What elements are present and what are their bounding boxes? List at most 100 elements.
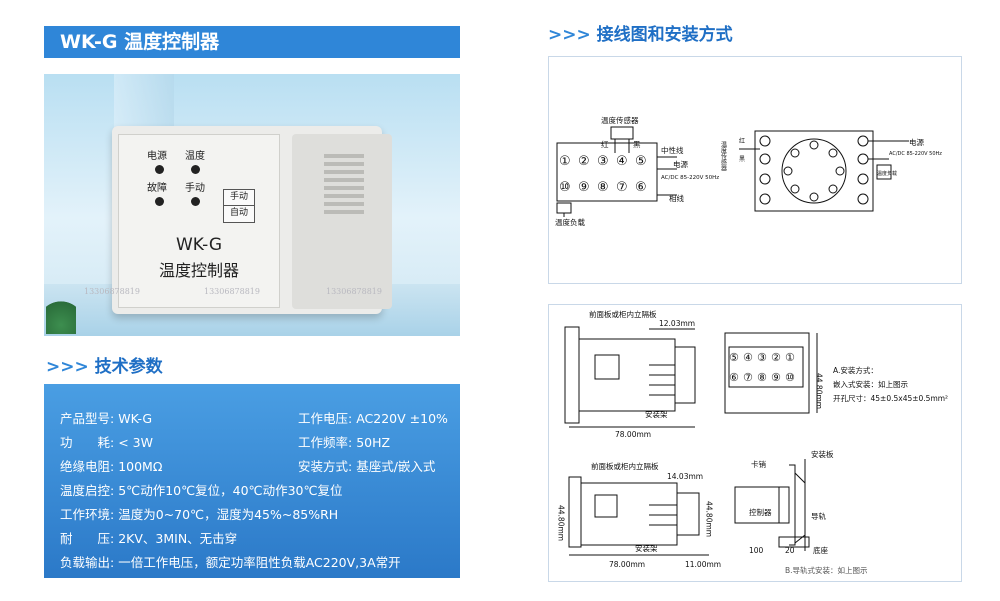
clip-label: 卡销 [751,459,766,469]
params-heading: >>> 技术参数 [46,352,163,377]
device-front-panel: 电源 温度 故障 手动 手动 自动 WK-G 温度控制器 [118,134,280,308]
dim-4480-right: 44.80mm [705,501,714,537]
wiring-diagram: 温度传感器 红 黑 中性线 电源 AC/DC 85-220V 50Hz 相线 温… [555,115,942,227]
product-title-bar: WK-G 温度控制器 [44,26,460,58]
watermark-3: 13306878819 [326,287,382,296]
front-term-8: ⑧ [757,371,767,384]
front-term-3: ③ [757,351,767,364]
dim-1203: 12.03mm [659,319,695,328]
round-power-label: 电源 [909,137,924,147]
panel-label-2: 前面板或柜内立隔板 [591,461,659,471]
watermark-2: 13306878819 [204,287,260,296]
terminal-10: ⑩ [559,180,571,195]
voltage-label: AC/DC 85-220V 50Hz [661,175,719,181]
wiring-diagram-panel: 温度传感器 红 黑 中性线 电源 AC/DC 85-220V 50Hz 相线 温… [548,56,962,284]
bracket-label-2: 安装架 [635,543,658,553]
round-red-label: 红 [739,137,745,145]
panel-label: 前面板或柜内立隔板 [589,309,657,319]
round-black-label: 黑 [739,156,745,163]
terminal-6: ⑥ [635,180,647,195]
dim-78-b: 78.00mm [609,560,645,569]
front-term-5: ⑤ [729,351,739,364]
device-model: WK-G [175,235,223,255]
param-row-right: 安装方式: 基座式/嵌入式 [298,459,436,474]
params-panel: 产品型号: WK-G 功 耗: < 3W 绝缘电阻: 100MΩ 温度启控: 5… [44,384,460,578]
wiring-heading: >>> 接线图和安装方式 [548,20,733,45]
method-b: B.导轨式安装：如上图示 [785,565,868,575]
product-photo: 电源 温度 故障 手动 手动 自动 WK-G 温度控制器 13306878819… [44,74,460,336]
round-sensor-label: 温度传感器 [720,140,727,172]
bracket-label: 安装架 [645,409,668,419]
dim-4480-left: 44.80mm [557,505,566,541]
neutral-label: 中性线 [661,145,684,155]
sensor-box [610,126,634,140]
plant-decoration [46,289,76,334]
terminal-7: ⑦ [616,180,628,195]
sensor-label: 温度传感器 [601,115,639,125]
front-term-1: ① [785,351,795,364]
terminal-8: ⑧ [597,180,609,195]
method-a: A.安装方式： [833,365,878,375]
install-diagram-panel: 前面板或柜内立隔板 12.03mm 安装架 78.00mm ⑤ ④ ③ ② ① … [548,304,962,582]
base-label: 底座 [813,545,828,555]
product-title: WK-G 温度控制器 [60,31,220,53]
front-term-9: ⑨ [771,371,781,384]
terminal-4: ④ [616,154,628,169]
auto-button-label: 自动 [229,208,248,218]
dim-4480: 44.80mm [815,373,824,409]
watermark-1: 13306878819 [84,287,140,296]
dim-78: 78.00mm [615,430,651,439]
load-label: 温度负载 [555,217,585,227]
round-load-label: 温度负载 [877,170,897,177]
param-row-right: 工作频率: 50HZ [298,435,391,450]
params-heading-text: 技术参数 [94,357,163,377]
dim-20: 20 [785,546,795,555]
round-load-box [876,164,892,180]
front-term-6: ⑥ [729,371,739,384]
terminal-3: ③ [597,154,609,169]
param-row: 耐 压: 2KV、3MIN、无击穿 [60,531,238,546]
param-row-right: 工作电压: AC220V ±10% [298,411,448,426]
param-row: 产品型号: WK-G [60,411,153,426]
dim-11: 11.00mm [685,560,721,569]
temp-led [191,165,200,174]
front-term-7: ⑦ [743,371,753,384]
vent-slots [324,154,364,214]
load-box [556,202,572,214]
terminal-5: ⑤ [635,154,647,169]
plate-label: 安装板 [811,449,834,459]
fault-led [155,197,164,206]
terminal-9: ⑨ [578,180,590,195]
round-socket-frame [754,130,874,212]
front-term-2: ② [771,351,781,364]
rail-label: 导轨 [811,511,826,521]
round-voltage-label: AC/DC 85-220V 50Hz [889,151,942,157]
cutout-size: 开孔尺寸：45±0.5x45±0.5mm² [833,393,948,403]
label-manual: 手动 [185,183,205,194]
manual-led [191,197,200,206]
terminal-1: ① [559,154,571,169]
manual-button-label: 手动 [224,190,254,206]
front-term-10: ⑩ [785,371,795,384]
label-fault: 故障 [147,183,167,194]
param-row: 温度启控: 5℃动作10℃复位，40℃动作30℃复位 [60,483,343,498]
power-led [155,165,164,174]
param-row: 工作环境: 温度为0~70℃，湿度为45%~85%RH [60,507,339,522]
dim-100: 100 [749,546,764,555]
param-row: 绝缘电阻: 100MΩ [60,459,163,474]
wiring-heading-text: 接线图和安装方式 [596,25,733,45]
power-label: 电源 [673,159,688,169]
device-name: 温度控制器 [158,261,239,280]
black-label: 黑 [633,140,641,149]
label-power: 电源 [147,151,167,162]
wiring-heading-arrows: >>> [548,25,591,45]
front-view [724,332,810,414]
round-socket [781,138,847,204]
manual-auto-button[interactable]: 手动 自动 [223,189,255,223]
front-term-4: ④ [743,351,753,364]
terminal-block [556,142,658,202]
install-diagram: 前面板或柜内立隔板 12.03mm 安装架 78.00mm ⑤ ④ ③ ② ① … [557,309,949,575]
red-label: 红 [601,139,609,149]
terminal-2: ② [578,154,590,169]
embed-method: 嵌入式安装：如上图示 [833,379,908,389]
